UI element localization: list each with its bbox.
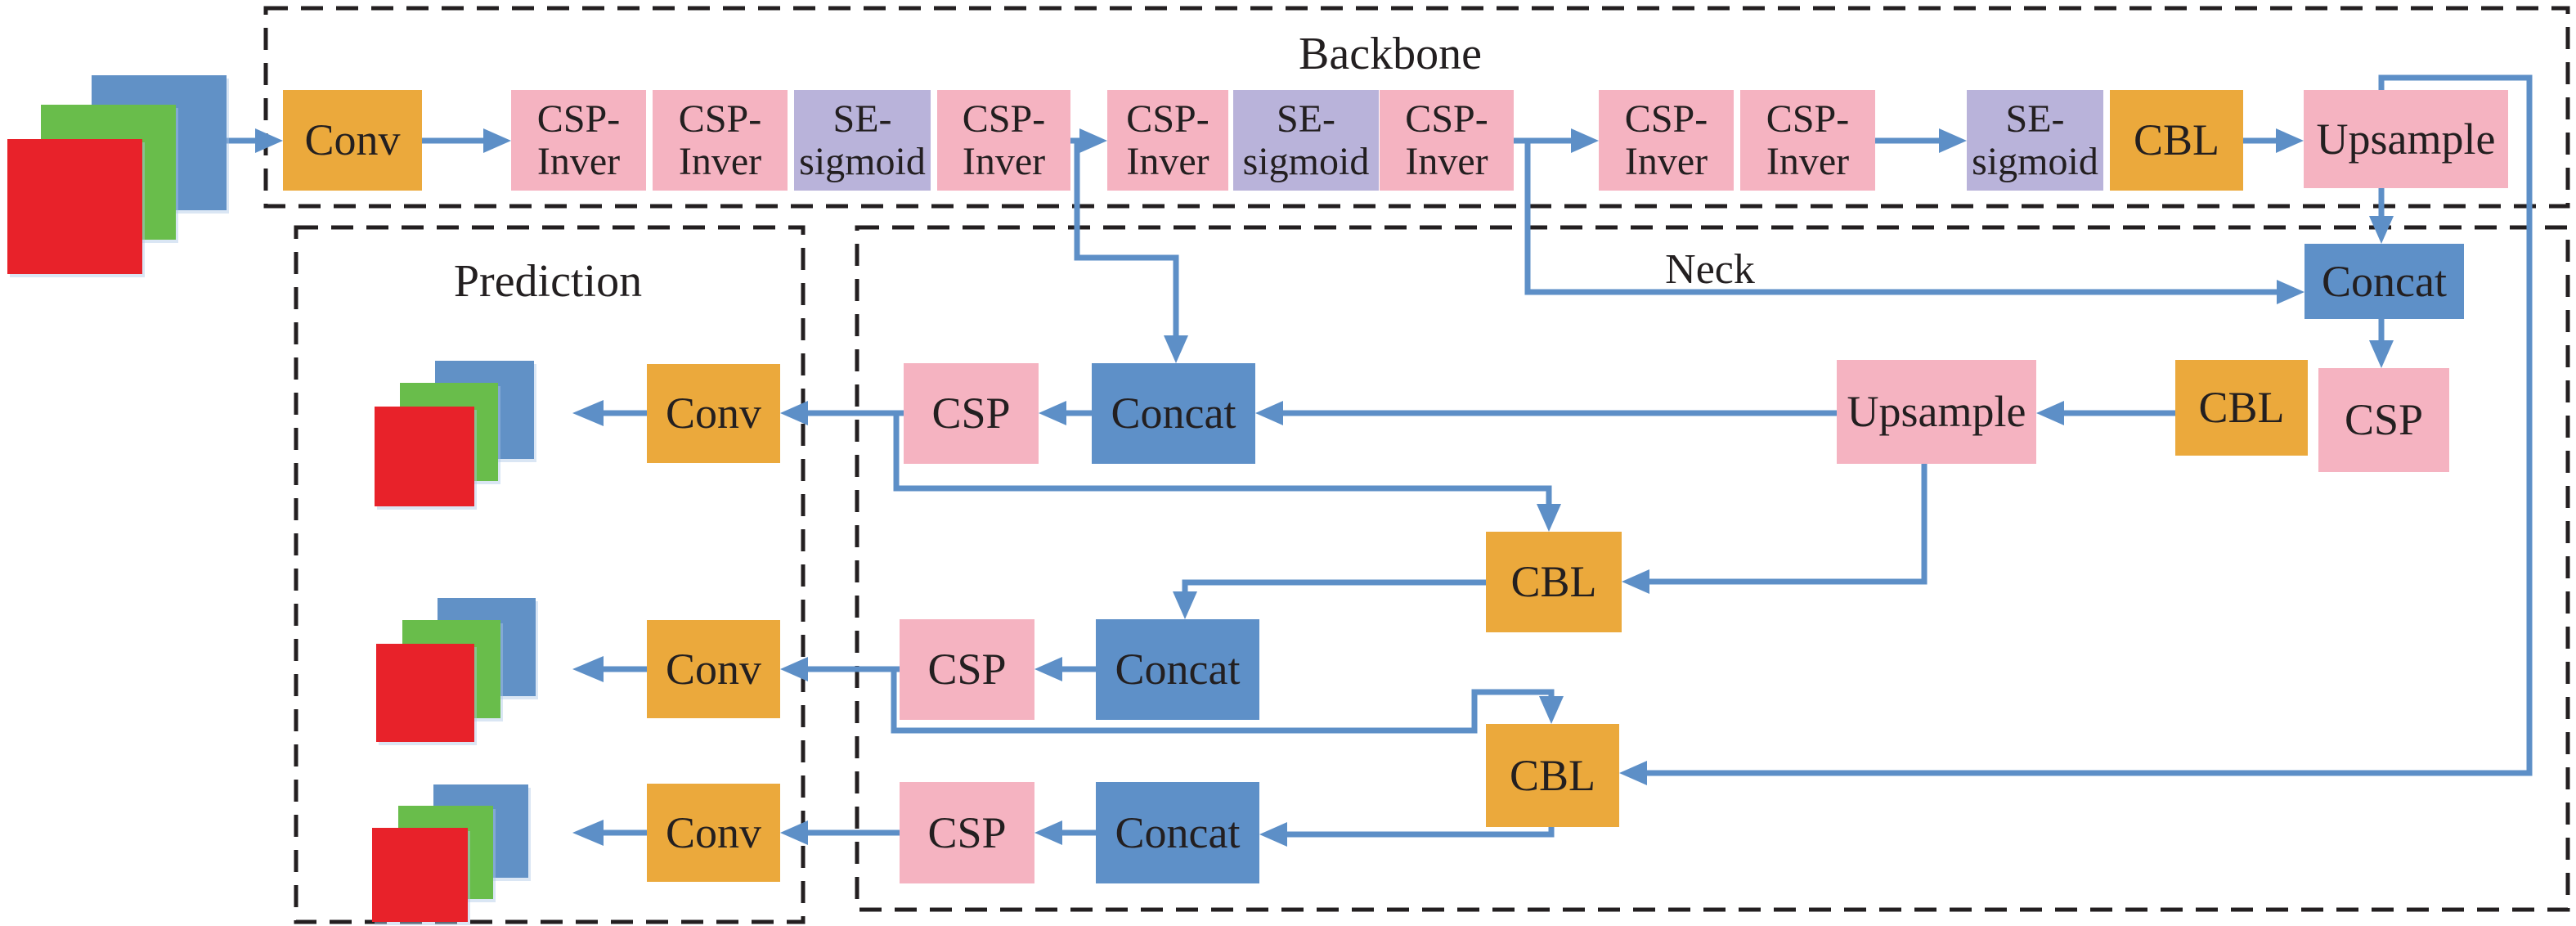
- arrow-cbl-to-upsample-backbone: [2243, 128, 2304, 153]
- connector-cbl4-to-concat4: [1259, 822, 1555, 847]
- prediction-title: Prediction: [453, 256, 643, 307]
- backbone-block-csp-inver-4: CSP-Inver: [1107, 90, 1228, 191]
- arrow-cbl2-to-upsample2: [2036, 401, 2175, 425]
- connector-backbone-tap1-to-concat-mid: [1074, 143, 1188, 363]
- backbone-block-cbl: CBL: [2110, 90, 2243, 191]
- arrow-cspinver8-to-cspinver9: [1514, 128, 1599, 153]
- arrow-upsample2-to-concat-mid: [1255, 401, 1837, 425]
- neck-block-concat-mid: Concat: [1092, 363, 1255, 464]
- input-image-layer-red: [7, 139, 142, 274]
- arrow-conv-to-cspinver1: [422, 128, 511, 153]
- prediction-block-conv-b: Conv: [647, 620, 780, 718]
- arrow-csp4-to-conv-c: [780, 820, 900, 845]
- arrow-cspinver4-to-cspinver5: [1070, 128, 1107, 153]
- neck-block-csp-mid: CSP: [904, 363, 1039, 464]
- neck-box-border: [855, 225, 2570, 912]
- output-image-1-layer-red: [375, 407, 474, 506]
- arrow-conv-c-output: [572, 820, 647, 846]
- backbone-box-border: [263, 6, 2570, 209]
- connector-csp3-to-cbl4: [891, 669, 1564, 734]
- arrow-conv-a-output: [572, 400, 647, 426]
- backbone-block-csp-inver-7: CSP-Inver: [1740, 90, 1875, 191]
- prediction-block-conv-c: Conv: [647, 784, 780, 882]
- neck-block-csp-top-right: CSP: [2318, 368, 2449, 472]
- arrow-input-to-conv: [227, 128, 283, 153]
- connector-upsample2-to-cbl3: [1622, 464, 1928, 594]
- backbone-block-csp-inver-3: CSP-Inver: [937, 90, 1070, 191]
- backbone-title: Backbone: [1299, 29, 1482, 79]
- connector-concat-to-csp-top-right: [2369, 319, 2394, 368]
- backbone-block-csp-inver-2: CSP-Inver: [653, 90, 788, 191]
- backbone-block-conv: Conv: [283, 90, 422, 191]
- arrow-cspinver10-to-sesigmoid3: [1875, 128, 1967, 153]
- arrow-concat3-to-csp3: [1034, 657, 1096, 681]
- backbone-block-csp-inver-1: CSP-Inver: [511, 90, 646, 191]
- arrow-csp-mid-to-conv-a: [780, 401, 904, 425]
- backbone-block-se-sigmoid-3: SE-sigmoid: [1967, 90, 2103, 191]
- neck-block-cbl-row4: CBL: [1486, 724, 1619, 827]
- neck-block-csp-row3: CSP: [900, 619, 1034, 720]
- neck-block-concat-row4: Concat: [1096, 782, 1259, 883]
- arrow-concat-mid-to-csp-mid: [1039, 401, 1092, 425]
- backbone-block-csp-inver-5: CSP-Inver: [1380, 90, 1514, 191]
- connector-upsample-backbone-to-cbl4: [1619, 74, 2533, 785]
- arrow-csp3-to-conv-b: [780, 657, 900, 681]
- output-image-3-layer-red: [372, 828, 468, 922]
- neck-block-csp-row4: CSP: [900, 782, 1034, 883]
- connector-cbl3-to-concat3: [1173, 579, 1486, 619]
- backbone-block-se-sigmoid-1: SE-sigmoid: [794, 90, 931, 191]
- arrow-concat4-to-csp4: [1034, 820, 1096, 845]
- connector-backbone-tap2-to-concat-top-right: [1524, 143, 2304, 304]
- neck-title: Neck: [1665, 246, 1755, 293]
- neck-block-concat-row3: Concat: [1096, 619, 1259, 720]
- backbone-block-se-sigmoid-2: SE-sigmoid: [1233, 90, 1379, 191]
- prediction-block-conv-a: Conv: [647, 364, 780, 463]
- prediction-box-border: [294, 225, 806, 924]
- output-image-2-layer-red: [376, 644, 474, 742]
- neck-block-cbl-row3: CBL: [1486, 532, 1622, 632]
- neck-block-concat-top-right: Concat: [2304, 244, 2464, 319]
- connector-csp-mid-to-cbl3: [893, 413, 1561, 532]
- neck-block-cbl-row2: CBL: [2175, 360, 2308, 456]
- backbone-block-csp-inver-6: CSP-Inver: [1599, 90, 1734, 191]
- arrow-conv-b-output: [572, 656, 647, 682]
- connector-upsample-backbone-to-concat: [2369, 188, 2394, 244]
- neck-block-upsample-row2: Upsample: [1837, 360, 2036, 464]
- backbone-block-upsample: Upsample: [2304, 90, 2508, 188]
